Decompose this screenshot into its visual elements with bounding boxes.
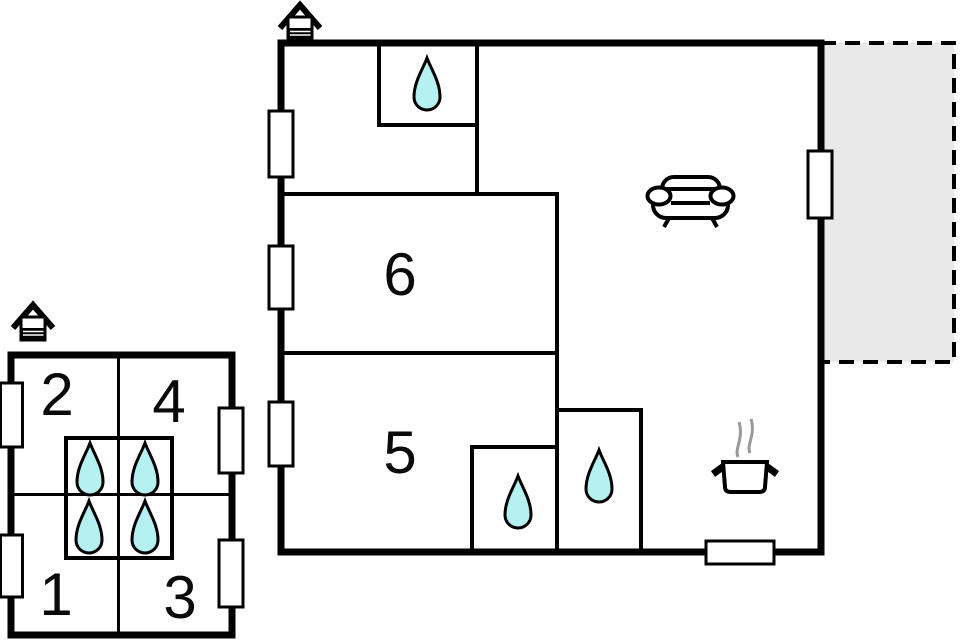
water-drops-box: [64, 436, 174, 560]
window: [267, 400, 295, 468]
room-label-1: 1: [39, 561, 73, 628]
window: [267, 244, 295, 311]
room-label-5: 5: [383, 419, 417, 486]
room-label-4: 4: [152, 368, 186, 435]
window: [0, 533, 24, 599]
entrance-house-icon: [13, 305, 53, 340]
annex-windows: [0, 381, 245, 609]
window: [806, 149, 834, 220]
main-house-windows: [267, 109, 834, 566]
window: [267, 109, 295, 179]
main-house-interior-walls: [284, 43, 643, 551]
window: [217, 406, 245, 475]
terrace-area: [819, 41, 956, 364]
room-label-3: 3: [163, 564, 197, 631]
window: [217, 538, 245, 609]
steam-line: [747, 418, 754, 454]
entrance-house-icon: [280, 5, 320, 40]
sofa-icon: [645, 175, 736, 228]
window: [704, 539, 776, 566]
steam-line: [735, 421, 742, 458]
window: [0, 381, 24, 449]
cooking-pot-icon: [710, 418, 780, 494]
room-label-2: 2: [40, 361, 74, 428]
room-label-6: 6: [383, 241, 417, 308]
